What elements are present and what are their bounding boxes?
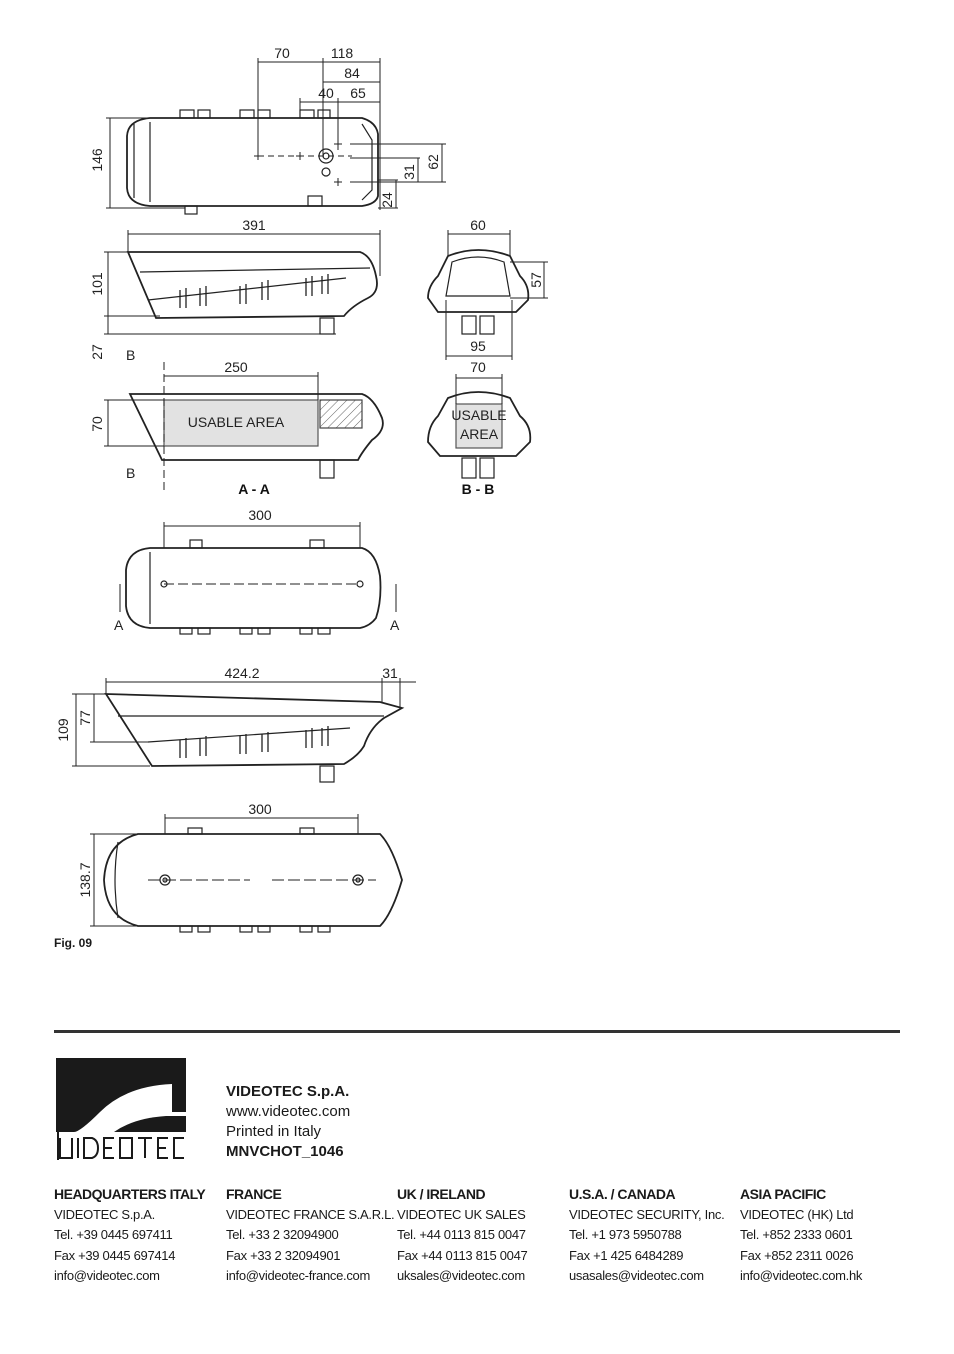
printed-in: Printed in Italy bbox=[226, 1123, 322, 1140]
dim-top-62: 62 bbox=[425, 154, 441, 170]
side-view-2 bbox=[72, 678, 416, 783]
bottom-view bbox=[119, 522, 397, 635]
office-tel: Tel. +1 973 5950788 bbox=[569, 1227, 682, 1242]
company-website[interactable]: www.videotec.com bbox=[226, 1103, 351, 1120]
usable-area-label-aa: USABLE AREA bbox=[188, 414, 285, 430]
dim-side-101: 101 bbox=[89, 272, 105, 296]
section-marker-a-right: A bbox=[390, 617, 400, 633]
office-italy: HEADQUARTERS ITALY VIDEOTEC S.p.A. Tel. … bbox=[54, 1184, 224, 1287]
office-name: VIDEOTEC S.p.A. bbox=[54, 1206, 155, 1222]
dim-top-118: 118 bbox=[331, 45, 354, 61]
office-tel: Tel. +44 0113 815 0047 bbox=[397, 1227, 526, 1242]
office-email[interactable]: usasales@videotec.com bbox=[569, 1268, 704, 1283]
company-info: VIDEOTEC S.p.A. www.videotec.com Printed… bbox=[226, 1082, 350, 1162]
office-region: FRANCE bbox=[226, 1186, 282, 1202]
manual-code: MNVCHOT_1046 bbox=[226, 1143, 344, 1160]
technical-drawing: 70 118 84 40 65 146 62 31 24 391 101 27 … bbox=[55, 45, 548, 933]
office-region: U.S.A. / CANADA bbox=[569, 1186, 676, 1202]
section-label-bb: B - B bbox=[462, 481, 495, 497]
dim-top-70: 70 bbox=[274, 45, 290, 61]
office-email[interactable]: info@videotec.com bbox=[54, 1268, 160, 1283]
dim-side2-109: 109 bbox=[55, 718, 71, 742]
section-marker-a-left: A bbox=[114, 617, 124, 633]
dim-bottom-300: 300 bbox=[248, 507, 272, 523]
office-email[interactable]: info@videotec.com.hk bbox=[740, 1268, 863, 1283]
office-name: VIDEOTEC (HK) Ltd bbox=[740, 1206, 854, 1222]
figure-caption: Fig. 09 bbox=[54, 936, 93, 950]
dim-top-31: 31 bbox=[401, 164, 417, 180]
dim-side2-31: 31 bbox=[382, 665, 398, 681]
dim-side-27: 27 bbox=[89, 344, 105, 360]
dim-side-391: 391 bbox=[242, 217, 266, 233]
videotec-logo bbox=[56, 1058, 186, 1160]
office-email[interactable]: info@videotec-france.com bbox=[226, 1268, 371, 1283]
top-view-2 bbox=[90, 814, 403, 933]
dim-side2-77: 77 bbox=[77, 710, 93, 726]
office-name: VIDEOTEC UK SALES bbox=[397, 1206, 526, 1222]
office-list: HEADQUARTERS ITALY VIDEOTEC S.p.A. Tel. … bbox=[54, 1184, 914, 1294]
office-tel: Tel. +39 0445 697411 bbox=[54, 1227, 173, 1242]
office-asia: ASIA PACIFIC VIDEOTEC (HK) Ltd Tel. +852… bbox=[740, 1184, 910, 1287]
section-marker-b-top: B bbox=[126, 347, 135, 363]
dim-top-65: 65 bbox=[350, 85, 366, 101]
dim-top-146: 146 bbox=[89, 148, 105, 172]
office-fax: Fax +33 2 32094901 bbox=[226, 1247, 341, 1263]
office-fax: Fax +39 0445 697414 bbox=[54, 1247, 176, 1263]
usable-area-label-bb-1: USABLE bbox=[451, 407, 506, 423]
office-usa: U.S.A. / CANADA VIDEOTEC SECURITY, Inc. … bbox=[569, 1184, 739, 1287]
side-view bbox=[104, 230, 381, 335]
dim-aa-250: 250 bbox=[224, 359, 248, 375]
section-bb-view bbox=[427, 374, 532, 479]
dim-bb-70: 70 bbox=[470, 359, 486, 375]
office-email[interactable]: uksales@videotec.com bbox=[397, 1268, 525, 1283]
dim-front-95: 95 bbox=[470, 338, 486, 354]
office-name: VIDEOTEC FRANCE S.A.R.L. bbox=[226, 1206, 395, 1222]
office-tel: Tel. +33 2 32094900 bbox=[226, 1227, 339, 1242]
dim-aa-70: 70 bbox=[89, 416, 105, 432]
office-region: UK / IRELAND bbox=[397, 1186, 486, 1202]
dim-front-60: 60 bbox=[470, 217, 486, 233]
section-marker-b-bottom: B bbox=[126, 465, 135, 481]
dim-front-57: 57 bbox=[528, 272, 544, 288]
office-name: VIDEOTEC SECURITY, Inc. bbox=[569, 1206, 725, 1222]
office-fax: Fax +1 425 6484289 bbox=[569, 1247, 684, 1263]
office-tel: Tel. +852 2333 0601 bbox=[740, 1227, 853, 1242]
dim-side2-424: 424.2 bbox=[224, 665, 259, 681]
dim-top2-300: 300 bbox=[248, 801, 272, 817]
front-view bbox=[427, 230, 548, 360]
dim-top-24: 24 bbox=[379, 192, 395, 208]
office-region: HEADQUARTERS ITALY bbox=[54, 1186, 206, 1202]
footer-divider bbox=[54, 1030, 900, 1033]
section-label-aa: A - A bbox=[238, 481, 270, 497]
dim-top-84: 84 bbox=[344, 65, 360, 81]
company-name: VIDEOTEC S.p.A. bbox=[226, 1083, 350, 1100]
office-uk: UK / IRELAND VIDEOTEC UK SALES Tel. +44 … bbox=[397, 1184, 567, 1287]
top-view bbox=[106, 58, 446, 215]
office-france: FRANCE VIDEOTEC FRANCE S.A.R.L. Tel. +33… bbox=[226, 1184, 396, 1287]
dim-top2-138: 138.7 bbox=[77, 862, 93, 897]
usable-area-label-bb-2: AREA bbox=[460, 426, 499, 442]
dim-top-40: 40 bbox=[318, 85, 334, 101]
section-aa-view bbox=[104, 362, 384, 492]
office-region: ASIA PACIFIC bbox=[740, 1186, 826, 1202]
office-fax: Fax +852 2311 0026 bbox=[740, 1247, 854, 1263]
office-fax: Fax +44 0113 815 0047 bbox=[397, 1247, 528, 1263]
